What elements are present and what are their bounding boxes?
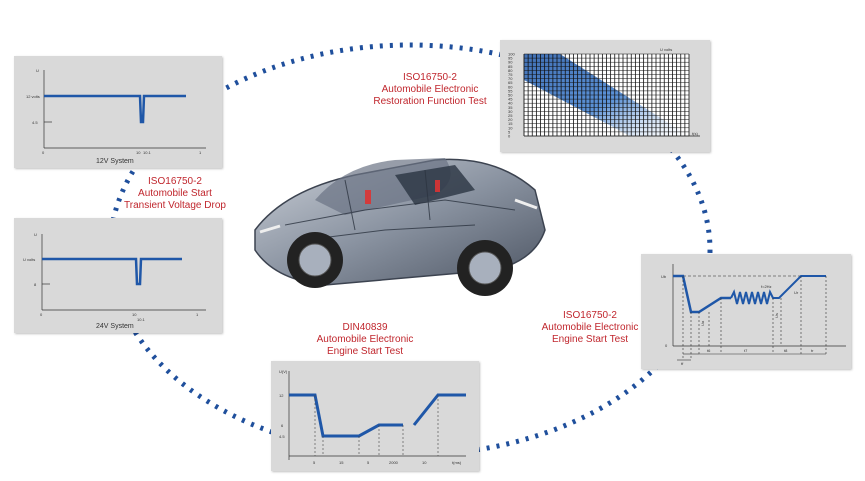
y-axis-label: U [36, 68, 39, 73]
caption-line: ISO16750-2 [403, 72, 457, 83]
y-tick-label: 0 [508, 134, 511, 139]
y-tick-label: 75 [508, 72, 513, 77]
y-tick-label: 100 [508, 52, 515, 57]
y-tick-label: 4.5 [279, 434, 285, 439]
x-tick-label: 2000 [389, 460, 399, 465]
y-tick-label: 6 [281, 423, 284, 428]
y-axis-label: U [34, 232, 37, 237]
y-tick-label: Ub [661, 274, 667, 279]
x-tick-label: 0 [42, 150, 45, 155]
caption-restoration-function: ISO16750-2 Automobile Electronic Restora… [350, 72, 510, 108]
x-axis-label: t(ms) [452, 460, 462, 465]
y-tick-label: U volts [23, 257, 35, 262]
x-tick-label: 10 [136, 150, 141, 155]
x-tick-label: 10.1 [137, 317, 146, 322]
caption-line: Transient Voltage Drop [124, 200, 226, 211]
caption-line: Automobile Electronic [381, 84, 479, 95]
x-tick-label: 10 [132, 312, 137, 317]
chart-24v-system: U U volts 8 0 10 10.1 1 24V System [14, 218, 222, 333]
y-tick-label: 12 [279, 393, 284, 398]
x-axis-label: t(s) [692, 131, 698, 136]
caption-line: Restoration Function Test [373, 96, 487, 107]
caption-line: ISO16750-2 [148, 176, 202, 187]
x-tick-label: 15 [339, 460, 344, 465]
y-tick-label: 25 [508, 113, 513, 118]
x-tick-label: 10.1 [143, 150, 152, 155]
caption-line: DIN40839 [342, 322, 388, 333]
caption-iso16750-engine-start: ISO16750-2 Automobile Electronic Engine … [515, 310, 665, 346]
y-tick-label: 40 [508, 101, 513, 106]
x-tick-label: 10 [422, 460, 427, 465]
y-tick-label: 10 [508, 125, 513, 130]
chart-12v-system: U 12 volts 4.5 0 10 10.1 1 12V System [14, 56, 222, 168]
y-tick-label: 4.5 [32, 120, 38, 125]
x-tick-label: tr [811, 348, 814, 353]
caption-line: Engine Start Test [552, 334, 628, 345]
caption-line: Automobile Start [138, 188, 212, 199]
caption-transient-voltage-drop: ISO16750-2 Automobile Start Transient Vo… [110, 176, 240, 212]
side-label: Ur [794, 290, 799, 295]
x-tick-label: tf [681, 361, 684, 366]
side-label: Ua [700, 320, 705, 326]
y-tick-label: 55 [508, 88, 513, 93]
caption-line: Engine Start Test [327, 346, 403, 357]
car-cutaway-image [254, 158, 546, 296]
y-tick-label: 70 [508, 76, 513, 81]
y-tick-label: 12 volts [26, 94, 40, 99]
y-tick-label: 8 [34, 282, 37, 287]
x-tick-label: 5 [367, 460, 370, 465]
y-tick-label: 30 [508, 109, 513, 114]
y-tick-label: 65 [508, 80, 513, 85]
frequency-label: f=2Hz [761, 284, 772, 289]
y-tick-label: 15 [508, 121, 513, 126]
x-tick-label: 1 [199, 150, 202, 155]
y-tick-label: 85 [508, 64, 513, 69]
x-tick-label: 0 [40, 312, 43, 317]
y-tick-label: 35 [508, 105, 513, 110]
system-label: 12V System [96, 158, 134, 165]
y-tick-label: 60 [508, 84, 513, 89]
y-axis-label: U volts [660, 47, 672, 52]
caption-line: Automobile Electronic [316, 334, 414, 345]
y-tick-label: 5 [508, 129, 511, 134]
caption-line: Automobile Electronic [541, 322, 639, 333]
chart-iso16750-engine-start: Ub 0 f=2Hz Ua Us Ur tf t6 t7 t8 tr [641, 254, 851, 369]
x-tick-label: t6 [707, 348, 711, 353]
y-axis-label: U(V) [279, 369, 288, 374]
y-tick-label: 0 [665, 343, 668, 348]
x-tick-label: 5 [313, 460, 316, 465]
side-label: Us [774, 313, 779, 318]
y-tick-label: 80 [508, 68, 513, 73]
chart-din40839-engine-start: U(V) 12 6 4.5 5 15 5 2000 10 t(ms) [271, 361, 479, 471]
system-label: 24V System [96, 323, 134, 330]
x-tick-label: t8 [784, 348, 788, 353]
caption-line: ISO16750-2 [563, 310, 617, 321]
caption-din40839: DIN40839 Automobile Electronic Engine St… [290, 322, 440, 358]
x-tick-label: 1 [196, 312, 199, 317]
x-tick-label: t7 [744, 348, 748, 353]
y-tick-label: 95 [508, 56, 513, 61]
y-tick-label: 20 [508, 117, 513, 122]
y-tick-label: 90 [508, 60, 513, 65]
y-tick-label: 45 [508, 97, 513, 102]
y-tick-label: 50 [508, 93, 513, 98]
